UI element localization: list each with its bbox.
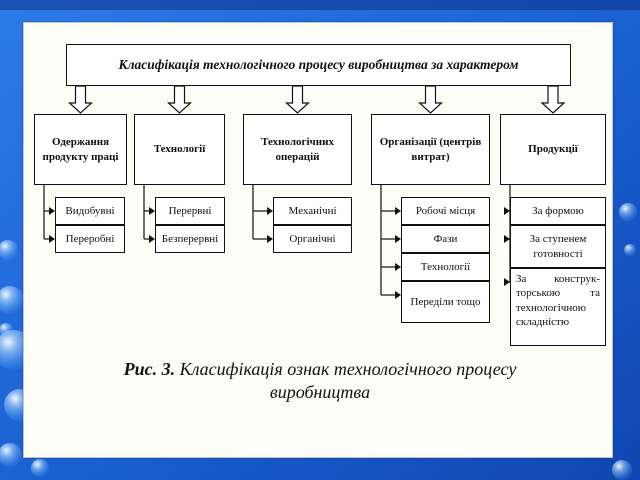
subcategory-box: Механічні [273,197,352,225]
subcategory-label: Робочі місця [415,204,476,217]
subcategory-label: Технології [420,260,471,273]
arrowhead [504,207,510,215]
category-box: Одержання продукту праці [34,114,127,185]
subcategory-label: За ступенем готовності [529,233,587,260]
arrowhead [395,263,401,271]
subcategory-box: За формою [510,197,606,225]
bubble-decoration [0,240,18,260]
category-box: Технології [134,114,225,185]
subcategory-label: Видобувні [65,204,115,217]
bubble-decoration [0,323,13,337]
subcategory-box: За конструк-торською та технологічною ск… [510,268,606,346]
subcategory-label: Перервні [168,204,212,217]
subcategory-label: Фази [433,232,458,245]
arrowhead [149,207,155,215]
subcategory-box: За ступенем готовності [510,225,606,268]
bubble-decoration [619,203,637,221]
arrowhead [267,207,273,215]
category-label: Технологічних операцій [261,135,334,163]
subcategory-box: Видобувні [55,197,125,225]
arrowhead [395,207,401,215]
bubble-decoration [0,443,22,467]
subcategory-label: Безперервні [161,232,219,245]
caption-prefix: Рис. [123,359,158,379]
arrowhead [149,235,155,243]
bubble-decoration [624,244,636,256]
arrowhead [267,235,273,243]
arrowhead [395,291,401,299]
subcategory-box: Переділи тощо [401,281,490,323]
caption-text: Класифікація ознак технологічного процес… [179,359,517,402]
arrowhead [49,207,55,215]
caption-number: 3. [161,359,176,379]
subcategory-label: За конструк-торською та технологічною ск… [516,273,600,328]
bubble-decoration [31,459,49,477]
subcategory-label: Переділи тощо [410,295,481,308]
subcategory-label: За формою [532,204,584,217]
category-box: Продукції [500,114,606,185]
diagram-title: Класифікація технологічного процесу виро… [118,57,519,72]
diagram-title-box: Класифікація технологічного процесу виро… [66,44,571,86]
subcategory-box: Переробні [55,225,125,253]
block-arrow [67,85,94,114]
arrowhead [504,235,510,243]
block-arrow [284,85,311,114]
block-arrow [540,85,566,114]
subcategory-label: Органічні [289,232,336,245]
arrowhead [395,235,401,243]
block-arrow [166,85,193,114]
subcategory-box: Безперервні [155,225,225,253]
subcategory-box: Перервні [155,197,225,225]
category-box: Технологічних операцій [243,114,352,185]
category-label: Продукції [528,143,578,156]
figure-caption: Рис. 3. Класифікація ознак технологічног… [100,358,540,404]
category-label: Організації (центрів витрат) [379,135,482,163]
subcategory-label: Механічні [288,204,337,217]
arrowhead [49,235,55,243]
block-arrow [417,85,444,114]
subcategory-label: Переробні [65,232,115,245]
subcategory-box: Органічні [273,225,352,253]
bubble-decoration [612,460,632,480]
category-box: Організації (центрів витрат) [371,114,490,185]
subcategory-box: Технології [401,253,490,281]
subcategory-box: Фази [401,225,490,253]
category-label: Одержання продукту праці [42,135,119,163]
subcategory-box: Робочі місця [401,197,490,225]
bubble-decoration [0,286,24,314]
arrowhead [504,278,510,286]
category-label: Технології [153,143,206,156]
